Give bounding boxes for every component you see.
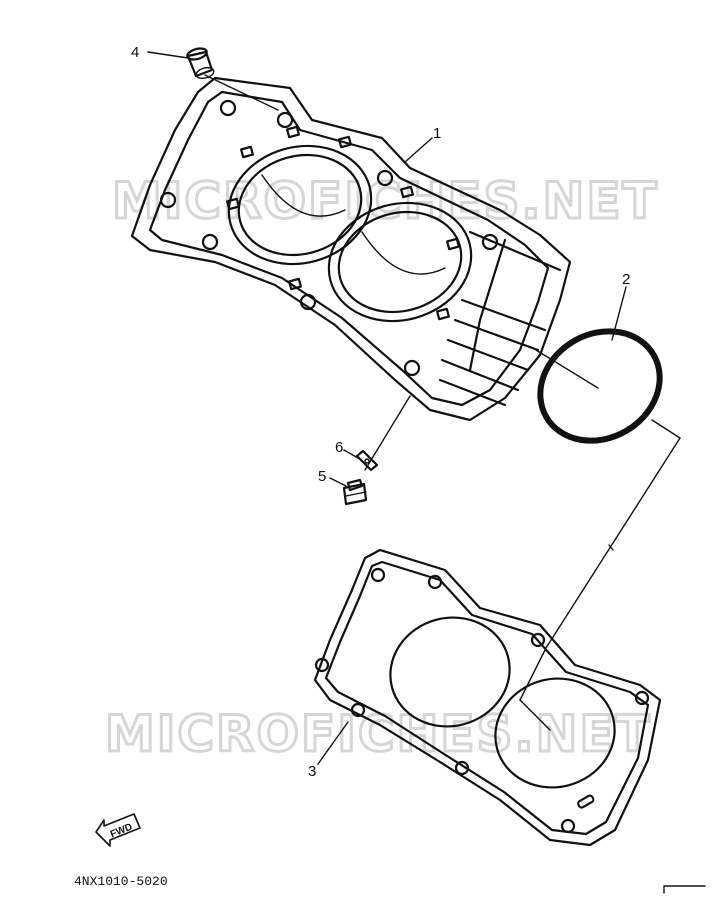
callout-5: 5	[318, 468, 326, 485]
cylinder-gasket[interactable]	[313, 548, 662, 847]
callout-3: 3	[308, 763, 316, 780]
corner-mark	[663, 885, 706, 894]
callout-2: 2	[622, 271, 630, 288]
small-gasket[interactable]	[355, 449, 379, 472]
drain-bolt[interactable]	[342, 478, 368, 506]
leader-lines	[147, 51, 681, 765]
fwd-arrow-icon: FWD	[95, 813, 141, 847]
watermark-top: MICROFICHES.NET	[112, 172, 659, 230]
o-ring[interactable]	[520, 310, 679, 462]
callout-1: 1	[433, 125, 441, 142]
fwd-label: FWD	[109, 822, 134, 841]
callout-6: 6	[335, 439, 343, 456]
diagram-code: 4NX1010-5020	[74, 874, 168, 889]
watermark-bottom: MICROFICHES.NET	[105, 705, 652, 763]
dowel-pin[interactable]	[186, 47, 215, 81]
callout-4: 4	[131, 44, 139, 61]
cylinder-block[interactable]	[130, 76, 572, 422]
